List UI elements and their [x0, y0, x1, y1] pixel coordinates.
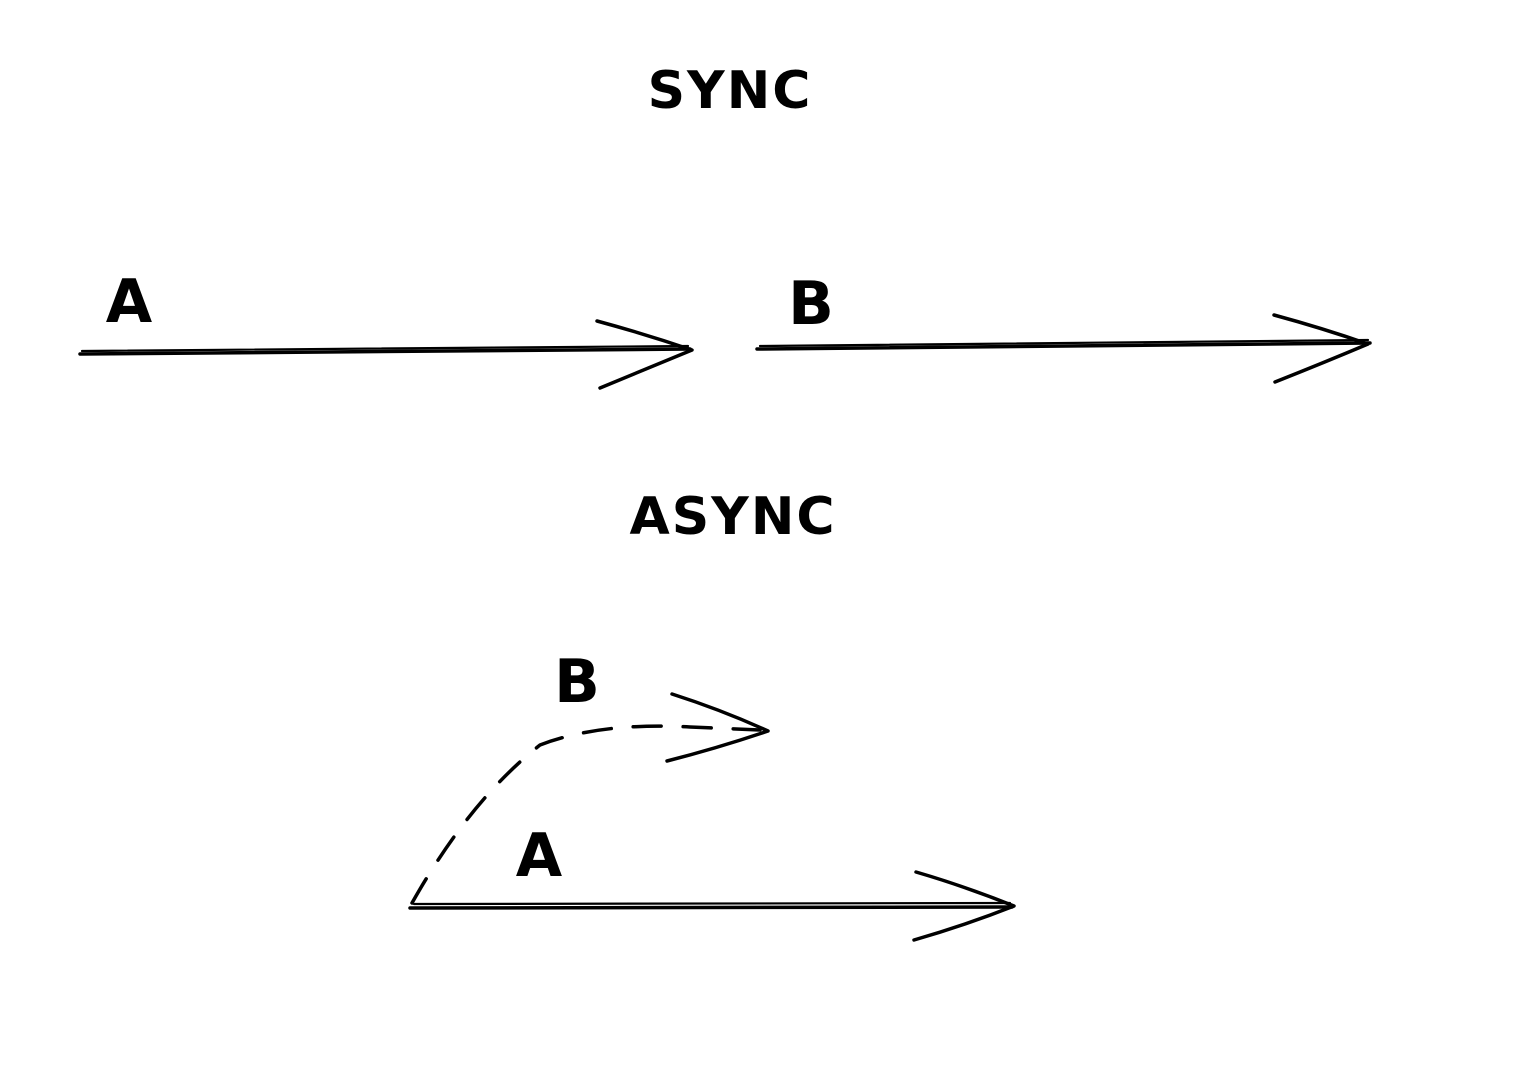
async-task-a-label: A	[516, 821, 564, 891]
sync-task-b-label: B	[788, 269, 836, 339]
async-section: ASYNC B A	[408, 487, 1016, 942]
async-task-b-arrow	[410, 692, 770, 905]
async-title: ASYNC	[629, 487, 836, 547]
sync-task-b-arrow	[755, 313, 1372, 384]
async-task-a-arrow	[408, 870, 1016, 942]
sync-title: SYNC	[648, 61, 813, 121]
sync-task-a-arrow	[78, 319, 694, 390]
sync-task-a-label: A	[106, 267, 154, 337]
async-task-b-label: B	[554, 647, 602, 717]
sync-section: SYNC A B	[78, 61, 1372, 390]
